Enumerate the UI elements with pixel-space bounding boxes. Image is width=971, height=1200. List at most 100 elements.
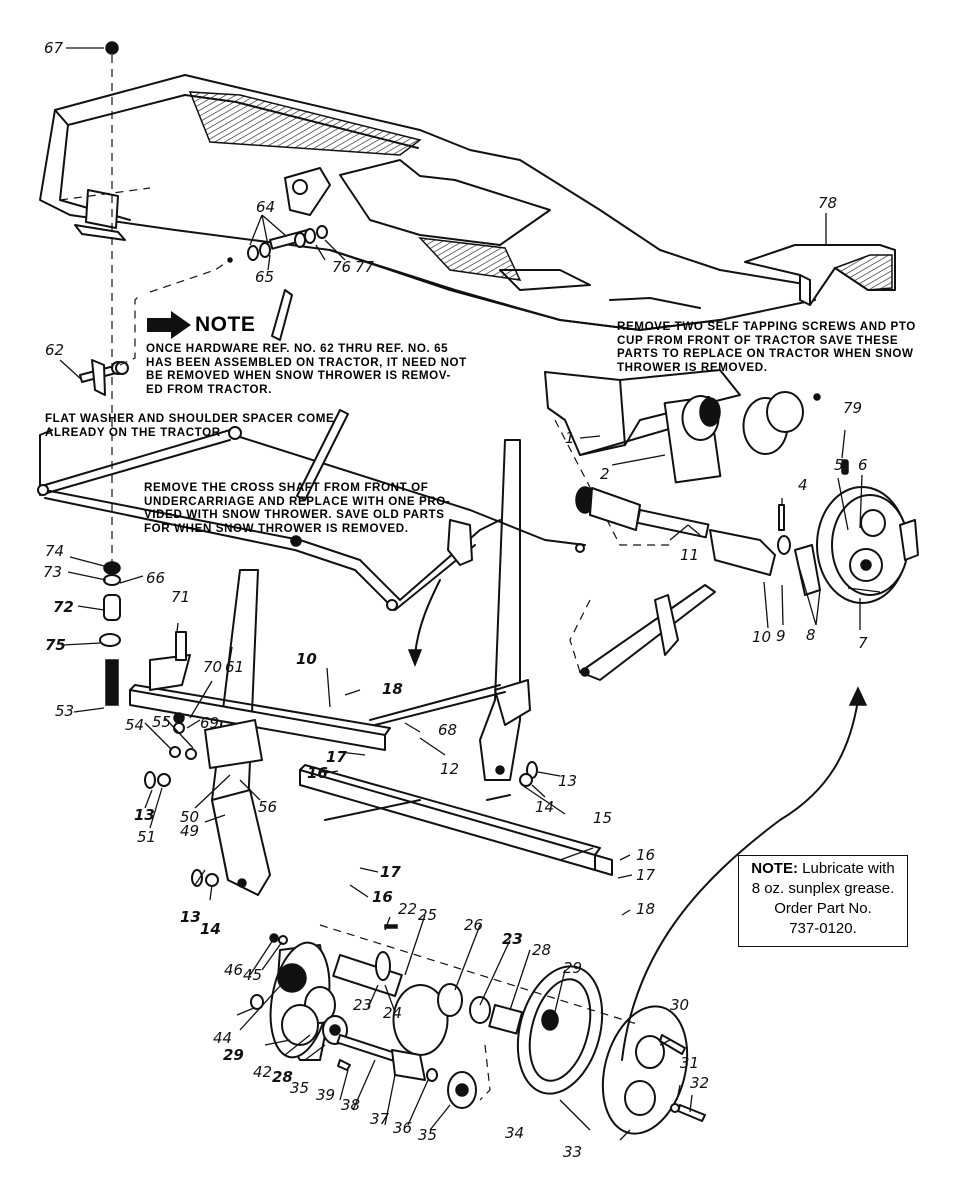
left-hardware	[79, 41, 538, 887]
install-arrow	[414, 579, 441, 656]
callout-2: 2	[600, 465, 610, 483]
callout-36: 36	[393, 1119, 412, 1137]
callout-6: 6	[858, 456, 868, 474]
lube-note-label: NOTE:	[751, 860, 798, 877]
callout-10-left: 10	[296, 650, 317, 668]
right-arrow-icon	[147, 311, 191, 339]
arrow-head	[407, 649, 423, 668]
callout-61: 61	[225, 658, 244, 676]
callout-24: 24	[383, 1004, 402, 1022]
callout-49: 49	[180, 822, 199, 840]
tractor-frame	[39, 74, 816, 331]
lift-lever	[569, 584, 716, 681]
callout-32: 32	[690, 1074, 709, 1092]
callout-56: 56	[258, 798, 277, 816]
callout-29-top: 29	[563, 959, 582, 977]
callout-29-bottom: 29	[223, 1046, 244, 1064]
callout-67: 67	[44, 39, 64, 57]
lube-note-line1: Lubricate with	[802, 860, 895, 877]
callout-1: 1	[565, 429, 575, 447]
leader-lines	[59, 47, 863, 1141]
callout-17-lower: 17	[380, 863, 401, 881]
callout-68: 68	[438, 721, 457, 739]
callout-50: 50	[180, 808, 199, 826]
shaft-64-65	[149, 225, 328, 293]
callout-15: 15	[593, 809, 612, 827]
lube-note-line3: Order Part No.	[774, 900, 872, 917]
callout-4: 4	[798, 476, 808, 494]
callout-13-right: 13	[558, 772, 577, 790]
note-title: NOTE	[195, 313, 256, 336]
callout-44: 44	[213, 1029, 232, 1047]
callout-69: 69	[200, 714, 219, 732]
note-flat-washer: FLAT WASHER AND SHOULDER SPACER COME ALR…	[45, 412, 335, 439]
callout-23-top: 23	[502, 930, 523, 948]
callout-26: 26	[464, 916, 483, 934]
callout-31: 31	[680, 1054, 699, 1072]
callout-18-right: 18	[636, 900, 655, 918]
callout-54: 54	[125, 716, 144, 734]
callout-35-left: 35	[290, 1079, 309, 1097]
callout-51: 51	[137, 828, 156, 846]
pto-plate-assembly	[544, 369, 821, 546]
note-pto-cup: REMOVE TWO SELF TAPPING SCREWS AND PTO C…	[617, 320, 916, 374]
callout-34: 34	[505, 1124, 524, 1142]
lube-note-part-number: 737-0120.	[789, 920, 857, 937]
gear-box-right	[794, 459, 919, 604]
callout-30: 30	[670, 996, 689, 1014]
callout-13-bottom: 13	[180, 908, 201, 926]
callout-53: 53	[55, 702, 74, 720]
callout-16-right: 16	[636, 846, 655, 864]
callout-33: 33	[563, 1143, 582, 1161]
callout-42: 42	[253, 1063, 272, 1081]
callout-71: 71	[171, 588, 190, 606]
note-cross-shaft: REMOVE THE CROSS SHAFT FROM FRONT OF UND…	[144, 481, 451, 535]
callout-65: 65	[255, 268, 274, 286]
callout-37: 37	[370, 1110, 390, 1128]
callout-10-right: 10	[752, 628, 771, 646]
callout-70: 70	[203, 658, 222, 676]
undercarriage-frame	[37, 289, 585, 611]
callout-76: 76	[332, 258, 351, 276]
callout-39: 39	[316, 1086, 335, 1104]
callout-77: 77	[355, 258, 375, 276]
callout-9: 9	[776, 627, 786, 645]
callout-13-left: 13	[134, 806, 155, 824]
callout-46: 46	[224, 961, 243, 979]
callout-73: 73	[43, 563, 62, 581]
callout-17-right: 17	[636, 866, 656, 884]
callout-18-top: 18	[382, 680, 403, 698]
callout-38: 38	[341, 1096, 360, 1114]
callout-8: 8	[806, 626, 816, 644]
lubrication-note-box: NOTE: Lubricate with 8 oz. sunplex greas…	[738, 855, 908, 947]
callout-12: 12	[440, 760, 459, 778]
callout-28-bottom: 28	[272, 1068, 293, 1086]
callout-55: 55	[152, 713, 171, 731]
callout-11: 11	[680, 546, 699, 564]
callout-22: 22	[398, 900, 417, 918]
gear-case	[250, 686, 868, 1135]
note-hardware-text: ONCE HARDWARE REF. NO. 62 THRU REF. NO. …	[146, 342, 467, 396]
callout-62: 62	[45, 341, 64, 359]
callout-35-right: 35	[418, 1126, 437, 1144]
bracket-78	[744, 244, 896, 306]
callout-79: 79	[843, 399, 862, 417]
callout-17-mid: 17	[326, 748, 347, 766]
callout-23-lower: 23	[353, 996, 372, 1014]
lube-note-line2: 8 oz. sunplex grease.	[751, 880, 895, 897]
callout-labels: 67 64 65 76 77 78 62 79 1 2 4 5 6 7 8 9 …	[43, 39, 868, 1161]
callout-45: 45	[243, 966, 262, 984]
callout-66: 66	[146, 569, 165, 587]
callout-16-mid: 16	[307, 764, 328, 782]
callout-75: 75	[45, 636, 66, 654]
pto-drive-shaft	[575, 486, 791, 576]
callout-14-bottom: 14	[200, 920, 221, 938]
callout-78: 78	[818, 194, 837, 212]
mounting-bars	[129, 654, 613, 876]
callout-5: 5	[834, 456, 844, 474]
callout-7: 7	[858, 634, 868, 652]
callout-25: 25	[418, 906, 437, 924]
callout-64: 64	[256, 198, 275, 216]
callout-72: 72	[53, 598, 74, 616]
